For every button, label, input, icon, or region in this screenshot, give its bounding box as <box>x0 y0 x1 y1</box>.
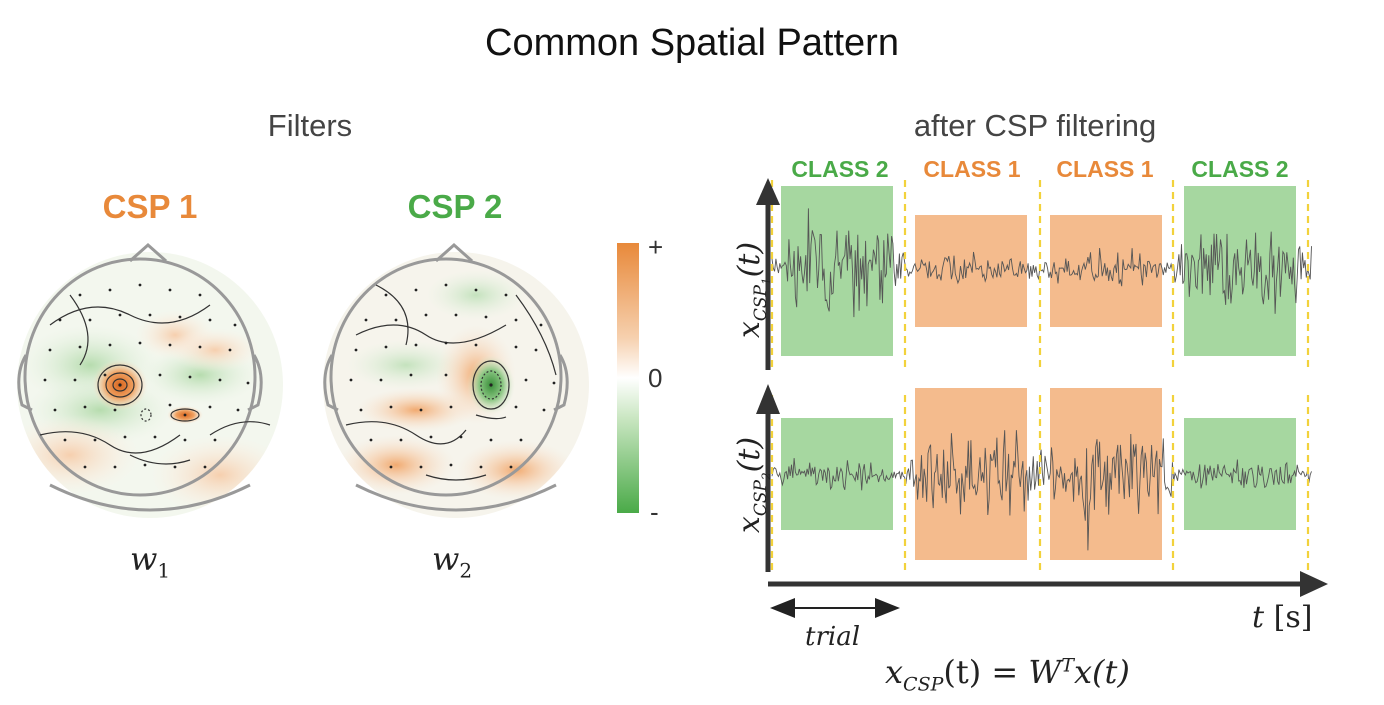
signal-plot <box>756 178 1328 618</box>
colorbar-minus-label: - <box>650 497 659 527</box>
weight-label-w1: w1 <box>130 540 171 583</box>
trial-label: trial <box>805 622 861 652</box>
topomap-csp1 <box>17 242 283 518</box>
csp-equation: xCSP(t) = WTx(t) <box>885 653 1130 696</box>
csp2-label: CSP 2 <box>407 188 503 225</box>
class-box-bottom-1 <box>781 418 893 530</box>
class-label-4: CLASS 2 <box>1191 156 1289 182</box>
class-label-1: CLASS 2 <box>791 156 889 182</box>
after-heading: after CSP filtering <box>913 108 1157 143</box>
weight-label-w2: w2 <box>432 540 473 583</box>
class-label-2: CLASS 1 <box>923 156 1021 182</box>
signal-trace-top <box>771 208 1312 318</box>
filters-heading: Filters <box>267 108 353 143</box>
class-box-top-2 <box>915 215 1027 327</box>
ylabel-top: xCSP1(t) <box>732 241 774 339</box>
csp1-label: CSP 1 <box>102 188 198 225</box>
topomap-csp2 <box>323 242 589 518</box>
colorbar-plus-label: + <box>648 232 664 262</box>
signal-trace-bottom <box>771 430 1312 551</box>
class-box-bottom-3 <box>1050 388 1162 560</box>
colorbar <box>617 243 639 513</box>
colorbar-zero-label: 0 <box>648 363 663 393</box>
xlabel: t [s] <box>1252 600 1313 635</box>
class-box-bottom-2 <box>915 388 1027 560</box>
class-label-3: CLASS 1 <box>1056 156 1154 182</box>
ylabel-bottom: xCSP2(t) <box>732 436 774 534</box>
class-box-bottom-4 <box>1184 418 1296 530</box>
page-title: Common Spatial Pattern <box>485 22 899 64</box>
